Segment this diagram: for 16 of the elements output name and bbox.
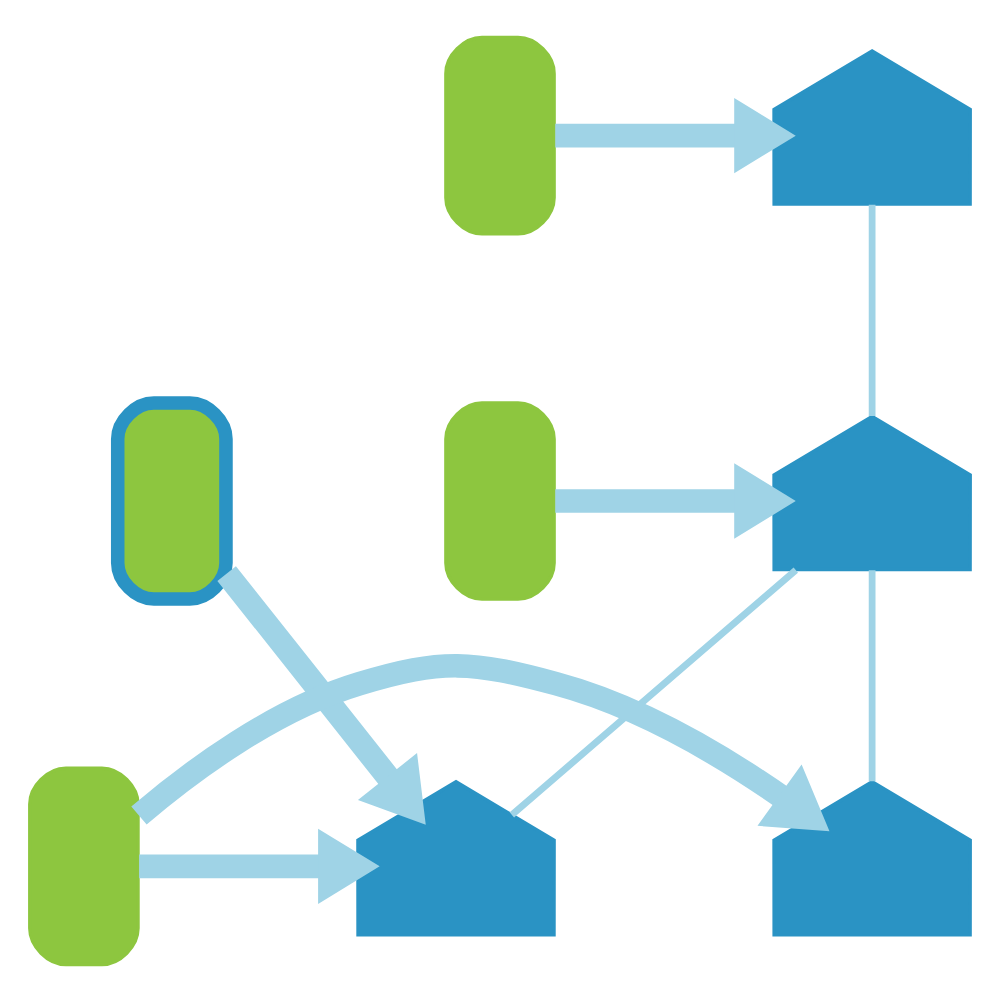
arrow xyxy=(139,827,380,904)
arrow xyxy=(131,653,830,831)
connector xyxy=(868,203,876,415)
node-person xyxy=(444,34,556,235)
arrow xyxy=(555,462,796,538)
node-person xyxy=(110,395,233,605)
node-factory xyxy=(772,778,972,936)
connector xyxy=(509,566,798,817)
node-factory xyxy=(356,778,556,936)
arrow xyxy=(555,96,796,173)
connector xyxy=(868,569,876,781)
node-person xyxy=(28,765,140,966)
arrow xyxy=(217,565,426,824)
node-person xyxy=(444,400,556,600)
node-factory xyxy=(772,48,972,205)
node-factory xyxy=(772,413,972,571)
